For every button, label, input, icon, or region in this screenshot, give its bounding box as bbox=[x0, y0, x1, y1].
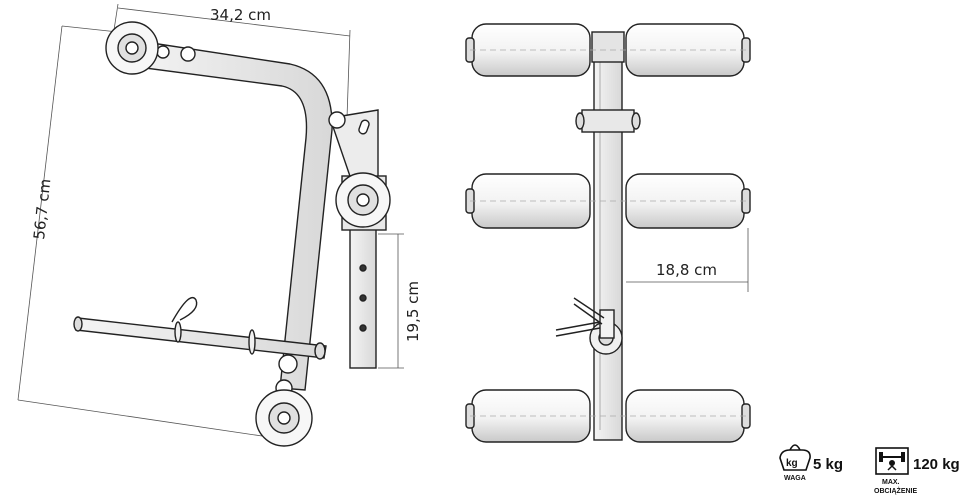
weight-value: 5 kg bbox=[813, 456, 843, 473]
height-dimension-label: 56,7 cm bbox=[30, 178, 54, 241]
side-pin-bar bbox=[73, 296, 327, 360]
width-dimension-line bbox=[113, 3, 351, 119]
max-load-caption-2: OBCIĄŻENIE bbox=[874, 487, 918, 495]
max-load-value: 120 kg bbox=[913, 456, 960, 473]
max-load-caption-1: MAX. bbox=[882, 479, 900, 486]
roller-gap-dimension-line bbox=[626, 228, 749, 292]
roller-gap-dimension-label: 18,8 cm bbox=[656, 261, 717, 279]
front-pin bbox=[555, 297, 623, 355]
side-roller-top bbox=[105, 21, 159, 75]
central-bar bbox=[593, 33, 623, 441]
weight-caption: WAGA bbox=[784, 475, 806, 482]
frame-hole bbox=[180, 46, 196, 62]
side-view: 34,2 cm 56,7 cm bbox=[17, 3, 422, 447]
side-roller-middle bbox=[335, 172, 391, 228]
weight-icon bbox=[779, 449, 811, 471]
tube-dimension-line bbox=[378, 233, 404, 369]
front-view: 18,8 cm bbox=[465, 23, 751, 443]
width-dimension-label: 34,2 cm bbox=[210, 6, 271, 24]
height-dimension-line bbox=[17, 25, 263, 437]
weight-icon-text: kg bbox=[786, 458, 798, 469]
side-roller-bottom bbox=[255, 354, 313, 447]
tube-dimension-label: 19,5 cm bbox=[404, 281, 422, 342]
max-load-badge: MAX. OBCIĄŻENIE 120 kg bbox=[874, 447, 960, 495]
weight-badge: kg WAGA 5 kg bbox=[779, 444, 843, 482]
frame-hole bbox=[156, 45, 170, 59]
